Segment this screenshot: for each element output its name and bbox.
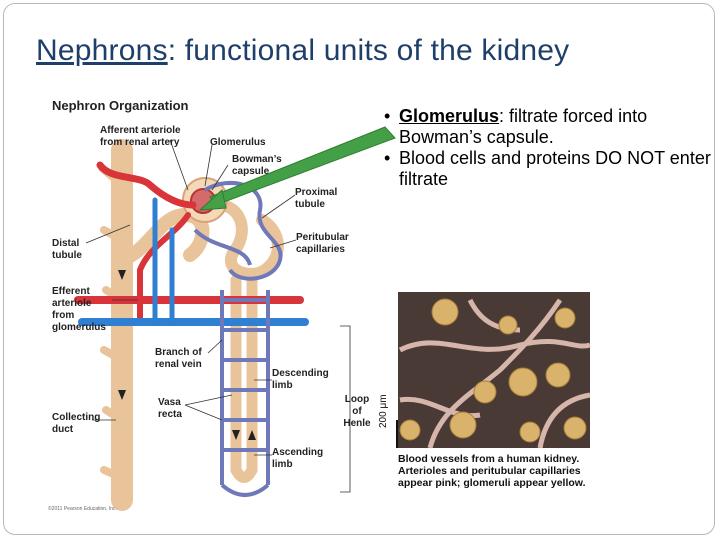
leader-lines (85, 139, 351, 493)
pointer-arrow (198, 126, 396, 211)
bullet-item: • Glomerulus: filtrate forced into Bowman… (384, 106, 714, 148)
slide-title: Nephrons: functional units of the kidney (36, 34, 569, 68)
bullet-dot: • (384, 148, 391, 168)
label-glomerulus: Glomerulus (210, 137, 266, 148)
micrograph-caption: Blood vessels from a human kidney. Arter… (398, 453, 586, 489)
bullet-keyword: Glomerulus (399, 106, 500, 126)
figure-title: Nephron Organization (52, 98, 189, 113)
bullet-text: Blood cells and proteins DO NOT enter fi… (399, 148, 711, 189)
bullet-item: • Blood cells and proteins DO NOT enter f… (384, 148, 714, 190)
flow-arrows (118, 270, 256, 440)
bullet-text: : filtrate forced into Bowman’s capsule. (399, 106, 648, 147)
scale-bar-label: 200 μm (378, 394, 389, 428)
title-rest: : functional units of the kidney (167, 34, 570, 67)
slide-frame (3, 3, 715, 535)
copyright-text: ©2011 Pearson Education, Inc. (48, 506, 117, 512)
bullet-list: • Glomerulus: filtrate forced into Bowman… (384, 106, 714, 190)
vasa-recta-drawing (193, 180, 283, 497)
bullet-dot: • (384, 106, 391, 126)
title-keyword: Nephrons (36, 34, 168, 67)
micrograph-image (396, 292, 591, 449)
